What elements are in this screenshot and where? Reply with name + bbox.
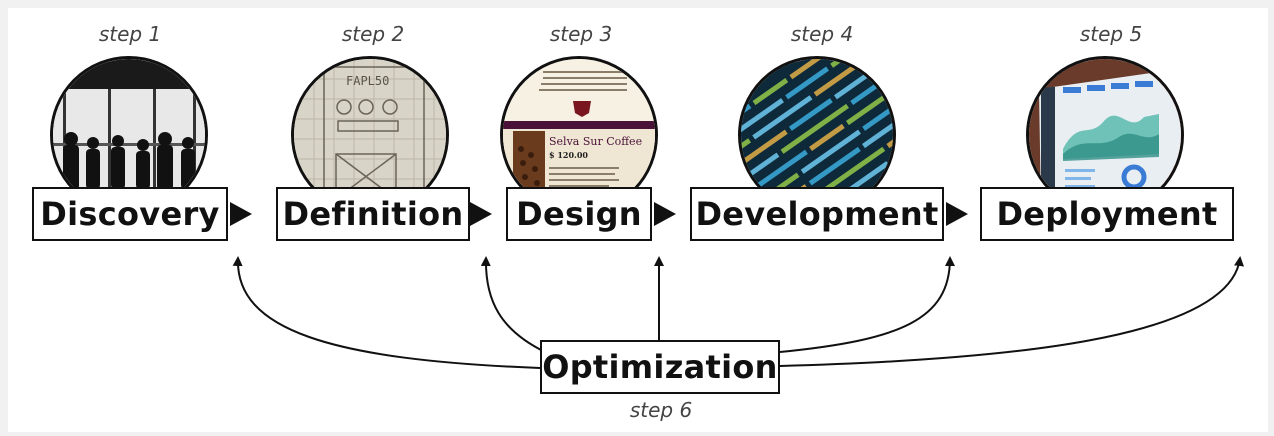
feedback-arrow-definition [480, 256, 546, 353]
optimization-box: Optimization [540, 340, 780, 394]
mockup-product-name: Selva Sur Coffee [549, 135, 642, 148]
step-6-label: step 6 [629, 398, 693, 422]
deployment-box: Deployment [980, 187, 1234, 241]
step-2-label: step 2 [341, 22, 405, 46]
deployment-image [1026, 56, 1184, 214]
feedback-arrow-deployment [779, 256, 1244, 367]
development-box: Development [690, 187, 944, 241]
step-1-label: step 1 [98, 22, 162, 46]
flow-arrow-3 [654, 202, 676, 226]
feedback-arrow-discovery [232, 256, 541, 369]
sketch-text: FAPL50 [346, 74, 389, 88]
definition-image: FAPL50 [291, 56, 449, 214]
flow-arrow-4 [946, 202, 968, 226]
mockup-price: $ 120.00 [549, 150, 588, 160]
feedback-arrow-development [779, 256, 955, 353]
flow-arrow-1 [230, 202, 252, 226]
step-3-label: step 3 [549, 22, 613, 46]
definition-box: Definition [276, 187, 470, 241]
step-5-label: step 5 [1079, 22, 1143, 46]
discovery-box: Discovery [32, 187, 228, 241]
design-box: Design [506, 187, 652, 241]
flow-arrow-2 [470, 202, 492, 226]
step-4-label: step 4 [790, 22, 854, 46]
